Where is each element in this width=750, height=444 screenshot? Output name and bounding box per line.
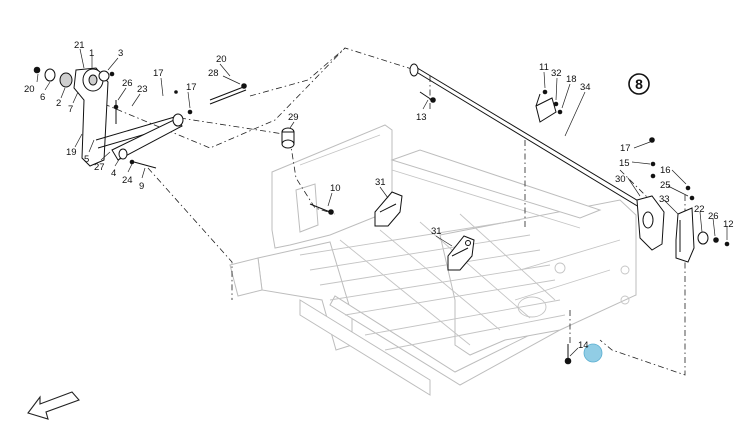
callout-33: 33 xyxy=(659,194,670,205)
callout-4: 4 xyxy=(111,168,116,179)
callout-10: 10 xyxy=(330,183,341,194)
bushing-29 xyxy=(281,127,295,149)
callout-31-lower: 31 xyxy=(431,226,442,237)
callout-27: 27 xyxy=(94,162,105,173)
group-badge: 8 xyxy=(628,73,650,95)
callout-26-left: 26 xyxy=(122,78,133,89)
arrow-icon xyxy=(27,391,80,420)
callout-15: 15 xyxy=(619,158,630,169)
callout-3: 3 xyxy=(118,48,123,59)
callout-31-upper: 31 xyxy=(375,177,386,188)
bolt-14 xyxy=(564,344,572,365)
callout-11: 11 xyxy=(539,62,549,73)
callout-13: 13 xyxy=(416,112,427,123)
callout-24: 24 xyxy=(122,175,133,186)
shaft-34 xyxy=(409,63,647,213)
callout-22: 22 xyxy=(694,204,705,215)
callout-14: 14 xyxy=(578,340,589,351)
callout-7: 7 xyxy=(68,104,73,115)
callout-5: 5 xyxy=(84,154,89,165)
callout-2: 2 xyxy=(56,98,61,109)
callout-30: 30 xyxy=(615,174,626,185)
callout-28: 28 xyxy=(208,68,219,79)
callout-17-right: 17 xyxy=(620,143,631,154)
left-linkage-assembly xyxy=(33,66,247,169)
callout-labels: 21 1 3 20 6 2 7 26 23 17 17 20 28 19 5 2… xyxy=(24,40,734,351)
assembly-lines xyxy=(103,47,686,376)
callout-17-a: 17 xyxy=(153,68,164,79)
callout-18: 18 xyxy=(566,74,577,85)
bracket-31-lower xyxy=(447,235,475,271)
callout-1: 1 xyxy=(89,48,94,59)
callout-20-left: 20 xyxy=(24,84,35,95)
leader-lines xyxy=(36,48,728,357)
callout-23: 23 xyxy=(137,84,148,95)
callout-12: 12 xyxy=(723,219,734,230)
callout-21: 21 xyxy=(74,40,85,51)
callout-29: 29 xyxy=(288,112,299,123)
group-number: 8 xyxy=(635,76,643,92)
callout-6: 6 xyxy=(40,92,45,103)
callout-16: 16 xyxy=(660,165,671,176)
callout-19: 19 xyxy=(66,147,77,158)
callout-17-b: 17 xyxy=(186,82,197,93)
bolt-10 xyxy=(309,203,334,215)
callout-20-top: 20 xyxy=(216,54,227,65)
callout-9: 9 xyxy=(139,181,144,192)
part-14-hotspot[interactable] xyxy=(583,343,603,363)
bracket-31-upper xyxy=(374,191,403,227)
callout-25: 25 xyxy=(660,180,671,191)
right-bracket-assembly xyxy=(636,137,730,263)
callout-26-right: 26 xyxy=(708,211,719,222)
callout-34: 34 xyxy=(580,82,591,93)
chassis-frame xyxy=(229,124,637,396)
callout-32: 32 xyxy=(551,68,562,79)
circle-badge xyxy=(628,73,650,95)
